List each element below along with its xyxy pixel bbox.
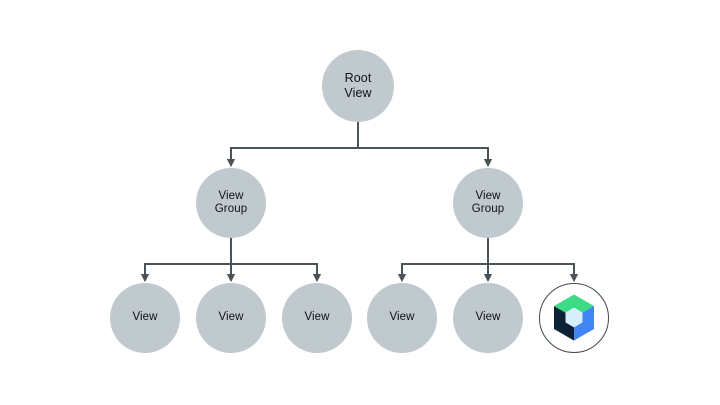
edge-viewgroup-left-to-view-3 <box>230 238 322 283</box>
node-label: View <box>132 311 158 324</box>
edge-root-to-viewgroup-left <box>226 122 359 168</box>
node-view-1[interactable]: View <box>110 283 180 353</box>
node-label: View Group <box>214 189 248 216</box>
node-label: View <box>304 311 330 324</box>
node-label: View <box>475 311 501 324</box>
node-label: View Group <box>471 189 505 216</box>
node-view-2[interactable]: View <box>196 283 266 353</box>
edge-viewgroup-right-to-view-4 <box>397 238 489 283</box>
node-label: Root View <box>344 71 372 100</box>
node-view-3[interactable]: View <box>282 283 352 353</box>
edge-viewgroup-left-to-view-1 <box>140 238 232 283</box>
node-view-group-right[interactable]: View Group <box>453 168 523 238</box>
node-label: View <box>389 311 415 324</box>
node-compose[interactable] <box>539 283 609 353</box>
edge-root-to-viewgroup-right <box>357 122 493 168</box>
node-view-group-left[interactable]: View Group <box>196 168 266 238</box>
node-view-5[interactable]: View <box>453 283 523 353</box>
node-root-view[interactable]: Root View <box>322 50 394 122</box>
edge-viewgroup-right-to-compose <box>487 238 579 283</box>
jetpack-compose-logo-icon <box>554 294 594 341</box>
node-view-4[interactable]: View <box>367 283 437 353</box>
node-label: View <box>218 311 244 324</box>
